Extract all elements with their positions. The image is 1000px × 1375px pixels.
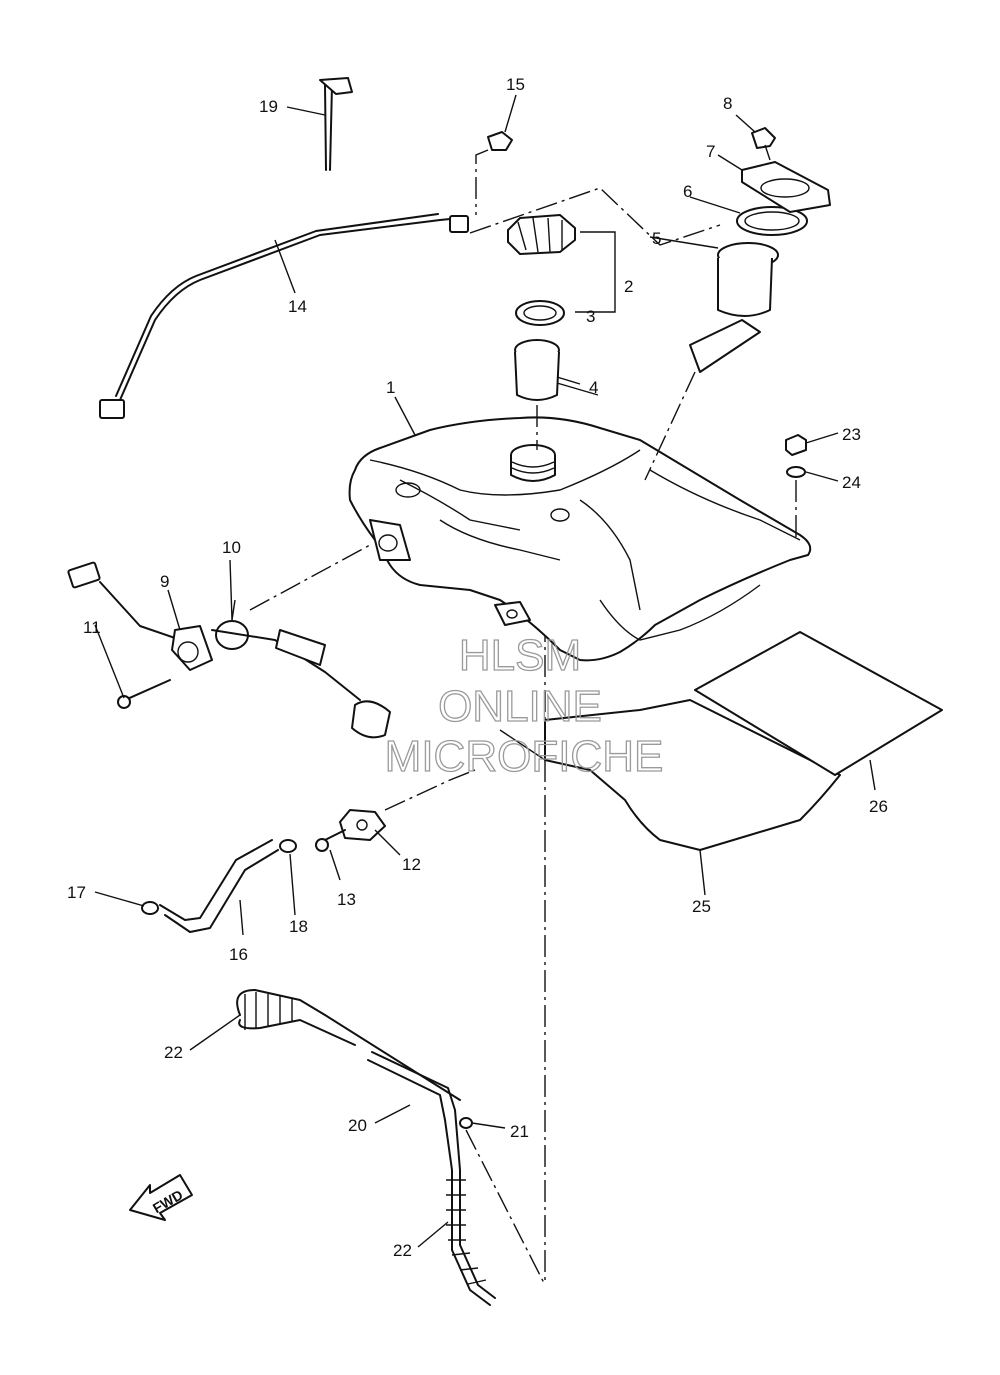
watermark-line-2: ONLINE [438, 682, 602, 731]
clip-15 [487, 131, 513, 151]
screw-11 [117, 679, 171, 709]
breather-hose-lower [367, 1051, 496, 1306]
callout-3: 3 [586, 307, 595, 326]
leader-lines [94, 94, 876, 1248]
callout-11: 11 [83, 618, 101, 637]
callout-25: 25 [692, 897, 711, 916]
callout-19: 19 [259, 97, 278, 116]
pump-plate [741, 161, 831, 213]
callout-13: 13 [337, 890, 356, 909]
breather-hose-upper [236, 989, 461, 1101]
cap-21 [459, 1117, 473, 1129]
callout-14: 14 [288, 297, 307, 316]
callout-1: 1 [386, 378, 395, 397]
cable-tie [319, 77, 353, 171]
bolt-13 [315, 829, 346, 852]
watermark: HLSM ONLINE MICROFICHE [384, 630, 664, 781]
bolt-23 [785, 434, 807, 456]
callout-15: 15 [506, 75, 525, 94]
level-sender-plate [171, 625, 213, 671]
fuel-hose [159, 839, 279, 933]
filler-neck [514, 339, 560, 401]
callout-18: 18 [289, 917, 308, 936]
watermark-line-3: MICROFICHE [385, 732, 664, 781]
cap-gasket [515, 300, 565, 326]
fuel-tank [348, 416, 812, 662]
callout-12: 12 [402, 855, 421, 874]
callout-8: 8 [723, 94, 732, 113]
callout-22-upper: 22 [164, 1043, 183, 1062]
wire-harness [99, 213, 469, 419]
callout-20: 20 [348, 1116, 367, 1135]
hose-clamp-18 [279, 839, 297, 853]
callout-24: 24 [842, 473, 861, 492]
washer-24 [786, 466, 806, 478]
callout-16: 16 [229, 945, 248, 964]
callout-numbers: 1 2 3 4 5 6 7 8 9 10 11 12 13 14 15 16 1… [67, 75, 888, 1260]
callout-4: 4 [589, 378, 598, 397]
pump-gasket [736, 206, 808, 236]
callout-6: 6 [683, 182, 692, 201]
callout-9: 9 [160, 572, 169, 591]
fuel-pump [689, 242, 779, 373]
fuel-cap [507, 214, 576, 255]
callout-26: 26 [869, 797, 888, 816]
forward-direction-arrow: FWD [129, 1174, 193, 1221]
hose-clamp-17 [141, 901, 159, 915]
callout-23: 23 [842, 425, 861, 444]
watermark-line-1: HLSM [459, 631, 581, 680]
tank-pad-25 [499, 699, 841, 851]
callout-22-lower: 22 [393, 1241, 412, 1260]
callout-7: 7 [706, 142, 715, 161]
callout-17: 17 [67, 883, 86, 902]
callout-21: 21 [510, 1122, 529, 1141]
callout-5: 5 [652, 229, 661, 248]
level-sender-connector [67, 561, 176, 639]
callout-2: 2 [624, 277, 633, 296]
tank-pad-26 [694, 631, 943, 776]
callout-10: 10 [222, 538, 241, 557]
nut [751, 127, 776, 149]
float-arm [211, 629, 391, 739]
fuel-cock [339, 809, 386, 841]
